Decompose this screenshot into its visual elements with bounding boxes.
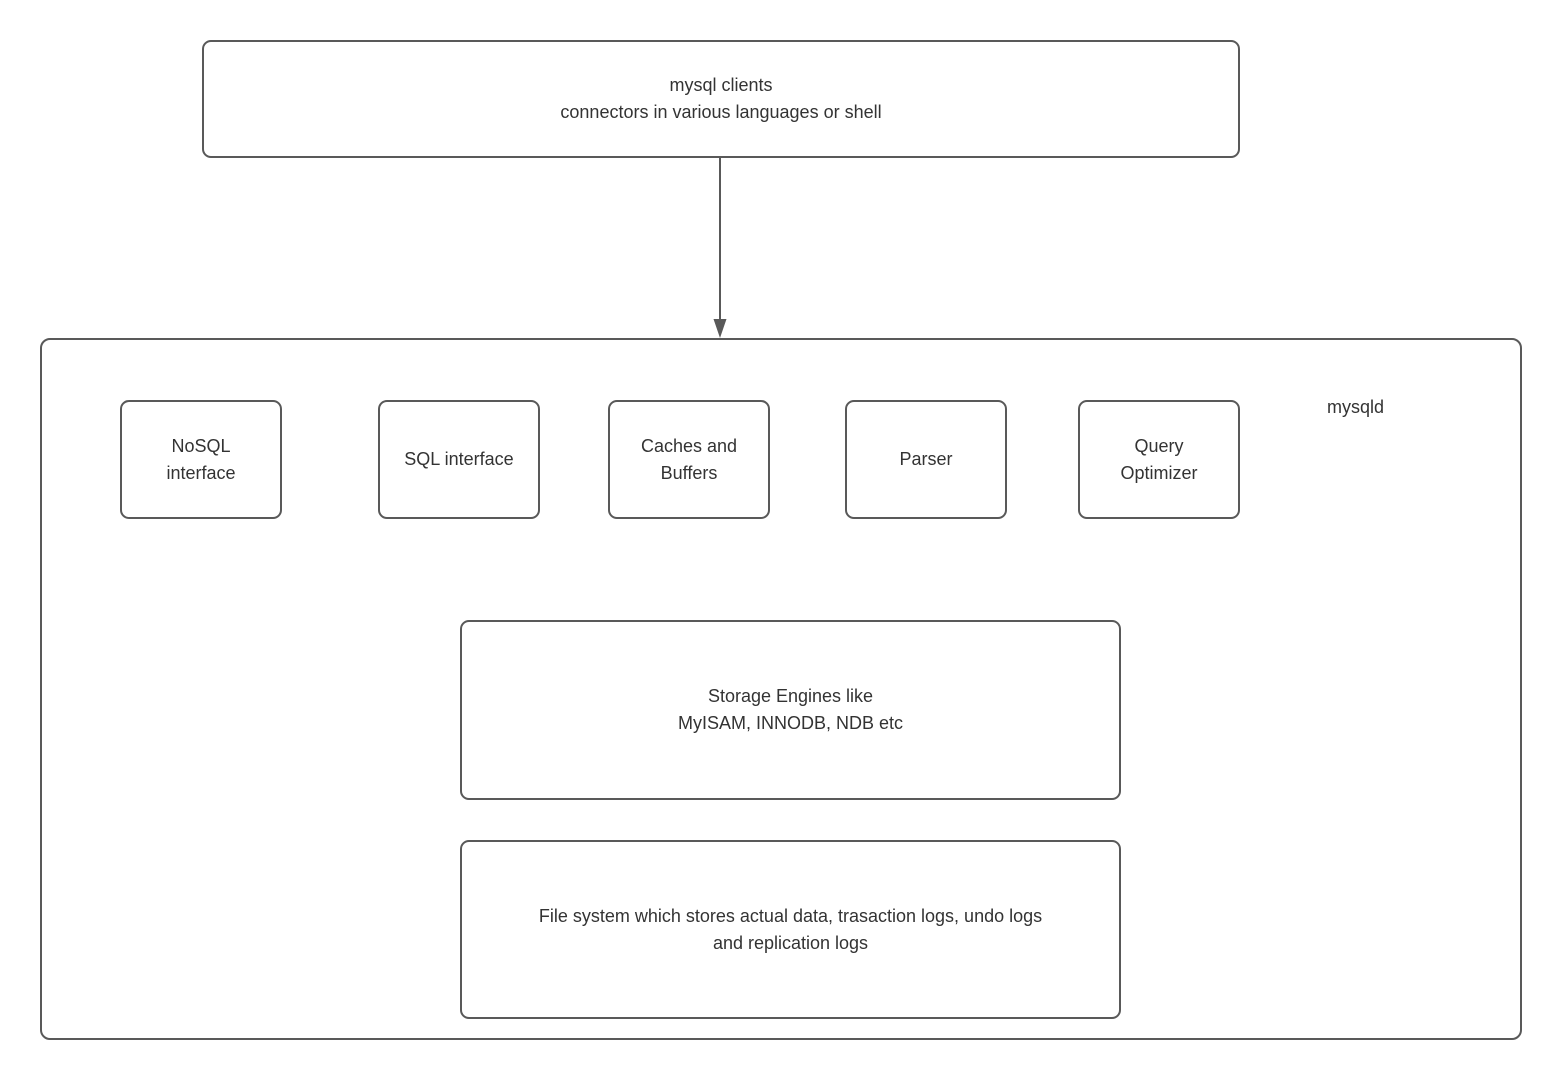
node-file-system: File system which stores actual data, tr… — [460, 840, 1121, 1019]
node-mysql-clients-label: mysql clients connectors in various lang… — [560, 75, 882, 122]
node-caches-and-buffers-label: Caches and Buffers — [640, 435, 738, 483]
node-parser: Parser — [845, 400, 1007, 519]
node-caches-and-buffers: Caches and Buffers — [608, 400, 770, 519]
down-arrow-connector — [713, 158, 727, 338]
node-nosql-interface: NoSQL interface — [120, 400, 282, 519]
node-nosql-interface-label: NoSQL interface — [166, 435, 236, 483]
node-parser-label: Parser — [899, 449, 953, 469]
node-query-optimizer: Query Optimizer — [1078, 400, 1240, 519]
node-sql-interface-label: SQL interface — [404, 449, 514, 469]
node-mysql-clients: mysql clients connectors in various lang… — [202, 40, 1240, 158]
node-query-optimizer-label: Query Optimizer — [1120, 435, 1198, 483]
mysqld-container-label: mysqld — [1327, 397, 1385, 417]
node-storage-engines: Storage Engines like MyISAM, INNODB, NDB… — [460, 620, 1121, 800]
node-file-system-label: File system which stores actual data, tr… — [538, 905, 1043, 953]
node-storage-engines-label: Storage Engines like MyISAM, INNODB, NDB… — [677, 686, 904, 733]
node-sql-interface: SQL interface — [378, 400, 540, 519]
